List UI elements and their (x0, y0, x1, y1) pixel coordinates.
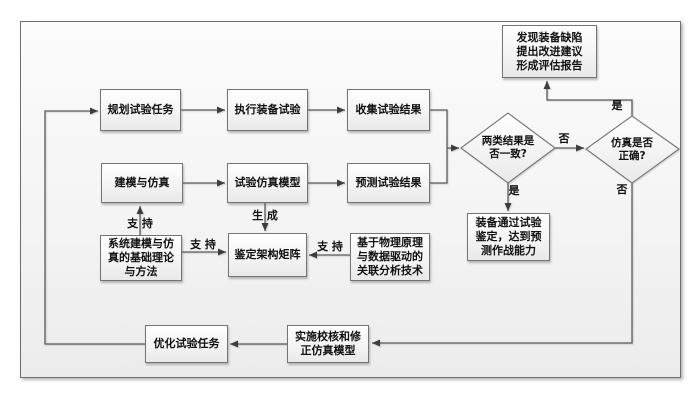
box-predict-test-results: 预测试验结果 (347, 163, 430, 203)
edge-decision2-revise (372, 183, 633, 347)
box-optimize-test-tasks: 优化试验任务 (145, 325, 228, 363)
decision-results-consistent-shape (460, 112, 556, 184)
box-execute-equipment-test: 执行装备试验 (227, 89, 308, 131)
edge-optimize-plan (44, 107, 145, 345)
label-no-sim: 否 (616, 183, 628, 196)
box-system-modeling-theory: 系统建模与仿 真的基础理论 与方法 (100, 235, 182, 281)
box-revise-simulation-model: 实施校核和修 正仿真模型 (287, 325, 369, 363)
edge-results-junction (430, 109, 448, 184)
box-defect-report: 发现装备缺陷 提出改进建议 形成评估报告 (502, 25, 597, 78)
decision-simulation-correct-shape (585, 115, 680, 184)
label-support-theory-modeling: 支 持 (127, 217, 153, 230)
label-generate: 生 成 (252, 209, 278, 222)
edge-decision2-report (543, 81, 633, 116)
box-correlation-analysis-tech: 基于物理原理 与数据驱动的 关联分析技术 (350, 233, 430, 281)
box-appraisal-architecture-matrix: 鉴定架构矩阵 (228, 233, 307, 277)
decision-results-consistent-label: 两类结果是 否一致? (481, 135, 535, 160)
label-yes-consistent: 是 (508, 184, 520, 197)
box-equipment-passed: 装备通过试验 鉴定，达到预 测作战能力 (467, 213, 550, 261)
label-support-theory-matrix: 支 持 (190, 238, 216, 251)
label-support-analysis-matrix: 支 持 (317, 240, 343, 253)
box-collect-test-results: 收集试验结果 (347, 89, 430, 131)
decision-simulation-correct-label: 仿真是否 正确? (611, 136, 653, 162)
box-plan-test-tasks: 规划试验任务 (100, 89, 181, 131)
box-test-simulation-model: 试验仿真模型 (227, 163, 308, 203)
label-no-consistent: 否 (558, 132, 570, 145)
box-modeling-simulation: 建模与仿真 (101, 163, 183, 203)
label-yes-sim: 是 (611, 99, 623, 112)
